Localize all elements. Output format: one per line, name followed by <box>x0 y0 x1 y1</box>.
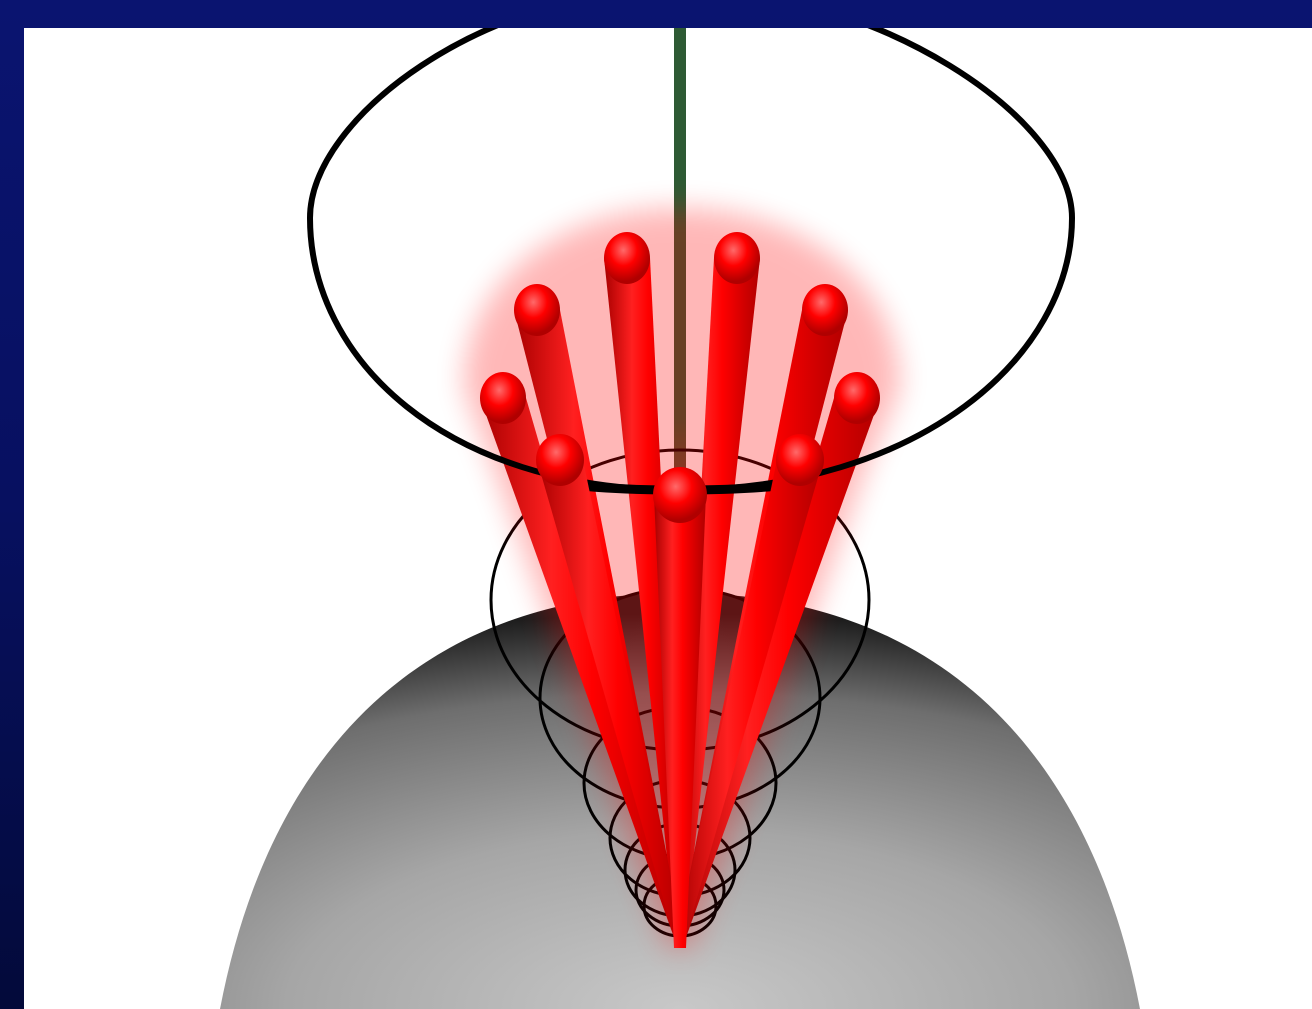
top-ring-back <box>310 28 1072 218</box>
scene-svg <box>24 28 1312 1009</box>
render-viewport <box>24 28 1312 1009</box>
